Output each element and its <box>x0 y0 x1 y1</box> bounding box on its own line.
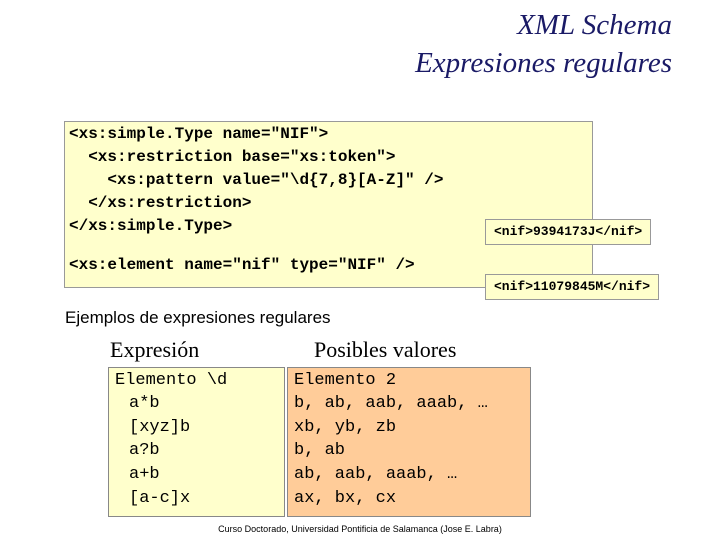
slide-subtitle: Expresiones regulares <box>415 47 672 79</box>
code-line: </xs:simple.Type> <box>69 217 233 235</box>
expression-cell: a+b <box>129 465 160 484</box>
code-line: <xs:element name="nif" type="NIF" /> <box>69 256 415 274</box>
section-title: Ejemplos de expresiones regulares <box>65 308 331 327</box>
expression-cell: Elemento \d <box>115 371 228 390</box>
expression-cell: [xyz]b <box>129 418 191 437</box>
slide-title: XML Schema <box>517 9 672 41</box>
code-line: <xs:pattern value="\d{7,8}[A-Z]" /> <box>69 171 444 189</box>
value-cell: ab, aab, aaab, … <box>294 465 458 484</box>
code-line: </xs:restriction> <box>69 194 252 212</box>
expression-column-header: Expresión <box>110 337 200 362</box>
code-line: <xs:simple.Type name="NIF"> <box>69 125 329 143</box>
expression-cell: a*b <box>129 394 160 413</box>
value-cell: ax, bx, cx <box>294 489 397 508</box>
footer-text: Curso Doctorado, Universidad Pontificia … <box>218 524 502 534</box>
expression-cell: a?b <box>129 441 160 460</box>
values-column-header: Posibles valores <box>314 337 457 362</box>
value-cell: b, ab <box>294 441 346 460</box>
code-block: <xs:simple.Type name="NIF"> <xs:restrict… <box>64 121 593 288</box>
value-cell: xb, yb, zb <box>294 418 397 437</box>
value-cell: Elemento 2 <box>294 371 397 390</box>
expression-cell: [a-c]x <box>129 489 191 508</box>
nif-example: <nif>9394173J</nif> <box>485 219 652 245</box>
nif-example: <nif>11079845M</nif> <box>485 274 660 300</box>
code-line: <xs:restriction base="xs:token"> <box>69 148 396 166</box>
expression-column: Elemento \d a*b [xyz]b a?b a+b [a-c]x <box>108 367 285 517</box>
values-column: Elemento 2 b, ab, aab, aaab, … xb, yb, z… <box>287 367 531 517</box>
value-cell: b, ab, aab, aaab, … <box>294 394 488 413</box>
